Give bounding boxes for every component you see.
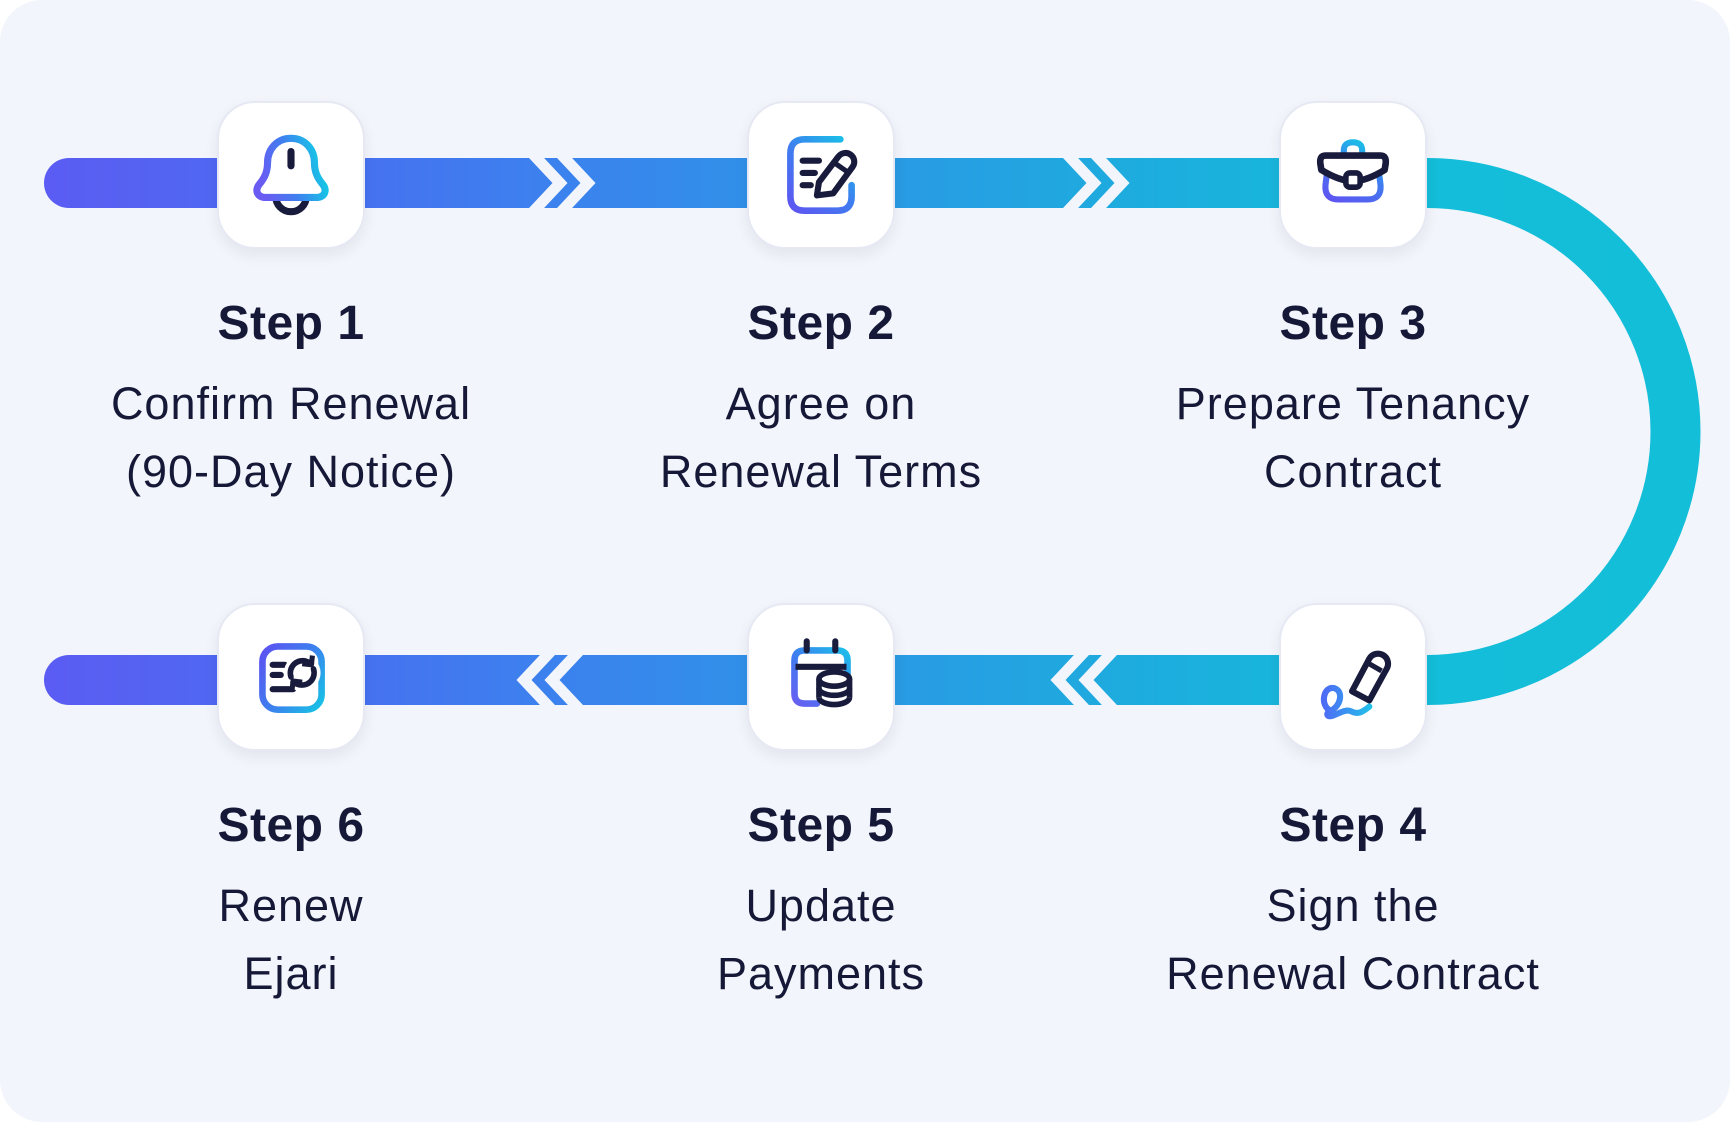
step-2-description: Agree on Renewal Terms (659, 378, 983, 497)
step-4-description: Sign the Renewal Contract (1166, 880, 1540, 999)
step-3-description: Prepare Tenancy Contract (1175, 378, 1531, 497)
signature-pen-icon (1320, 650, 1392, 720)
document-renew-icon (259, 643, 325, 713)
step-4-text: Step 4 Sign the Renewal Contract (1043, 796, 1663, 1008)
step-2-icon-card (747, 101, 895, 249)
chevron-left-icon (1050, 644, 1121, 716)
step-3-label: Step 3 (1279, 297, 1427, 350)
briefcase-icon (1316, 139, 1390, 203)
calendar-payments-icon (791, 638, 853, 708)
bell-icon (253, 134, 329, 216)
note-edit-icon (787, 135, 858, 215)
step-1-description: Confirm Renewal (90-Day Notice) (110, 378, 472, 497)
step-5-icon-card (747, 603, 895, 751)
step-5-label: Step 5 (747, 799, 895, 852)
step-5-description: Update Payments (716, 880, 926, 999)
step-6-label: Step 6 (217, 799, 365, 852)
chevron-left-icon (516, 644, 587, 716)
chevron-right-icon (1059, 147, 1130, 219)
step-2-text: Step 2 Agree on Renewal Terms (511, 294, 1131, 506)
step-1-label: Step 1 (217, 297, 365, 350)
step-3-icon-card (1279, 101, 1427, 249)
step-4-icon-card (1279, 603, 1427, 751)
step-6-text: Step 6 Renew Ejari (0, 796, 601, 1008)
chevron-right-icon (525, 147, 596, 219)
step-2-label: Step 2 (747, 297, 895, 350)
step-1-text: Step 1 Confirm Renewal (90-Day Notice) (0, 294, 601, 506)
step-4-label: Step 4 (1279, 799, 1427, 852)
step-5-text: Step 5 Update Payments (511, 796, 1131, 1008)
step-3-text: Step 3 Prepare Tenancy Contract (1043, 294, 1663, 506)
step-6-description: Renew Ejari (218, 880, 364, 999)
step-6-icon-card (217, 603, 365, 751)
flow-band (44, 158, 1701, 705)
step-1-icon-card (217, 101, 365, 249)
